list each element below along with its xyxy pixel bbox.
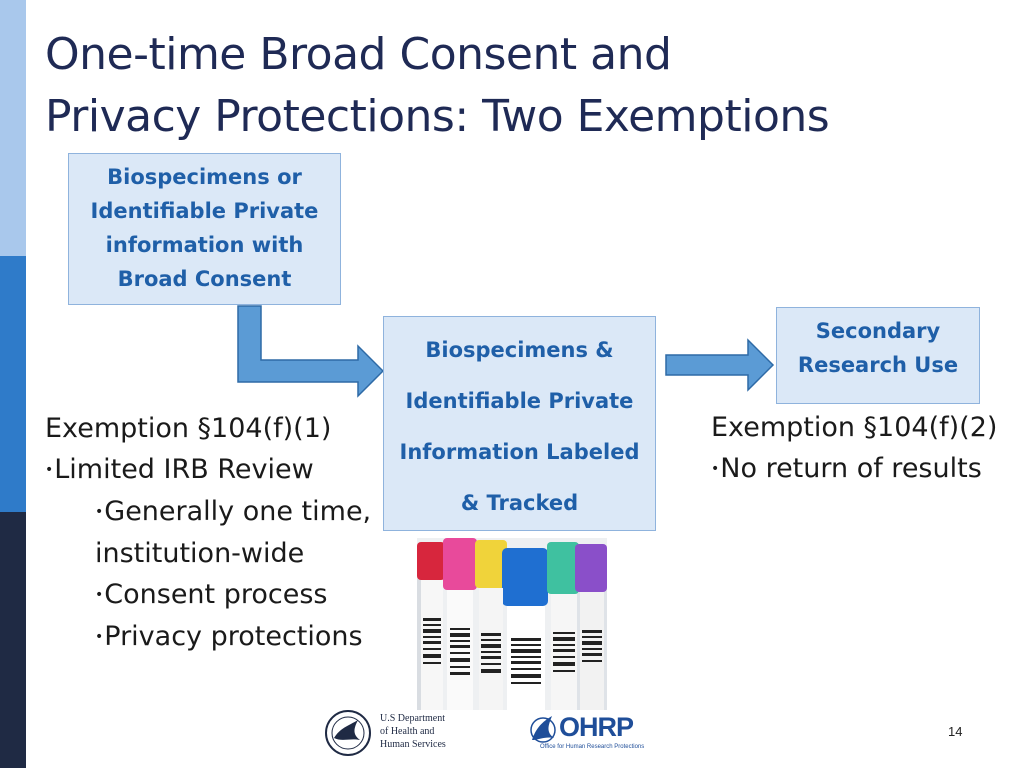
sidebar-band-light xyxy=(0,0,26,256)
list-item: •Generally one time, xyxy=(45,491,371,533)
list-item: •Privacy protections xyxy=(45,616,371,658)
list-item: •No return of results xyxy=(711,448,997,490)
middle-box: Biospecimens & Identifiable Private Info… xyxy=(383,316,656,531)
sample-tubes-photo xyxy=(417,538,607,710)
exemption-left: Exemption §104(f)(1) •Limited IRB Review… xyxy=(45,408,371,658)
hhs-logo-text: U.S Department of Health and Human Servi… xyxy=(380,712,446,751)
bullet-icon: • xyxy=(45,462,54,478)
exemption-right-heading: Exemption §104(f)(2) xyxy=(711,412,998,443)
bullet-icon: • xyxy=(95,504,104,520)
middle-box-line: Identifiable Private xyxy=(405,389,634,413)
list-item-text: Privacy protections xyxy=(104,621,363,652)
hhs-line: of Health and xyxy=(380,726,435,737)
ohrp-logo xyxy=(528,712,638,758)
hhs-line: U.S Department xyxy=(380,713,445,724)
source-box-line: Identifiable Private xyxy=(90,199,319,223)
bullet-icon: • xyxy=(95,587,104,603)
exemption-right: Exemption §104(f)(2) •No return of resul… xyxy=(711,407,997,490)
middle-box-line: Biospecimens & xyxy=(425,338,614,362)
exemption-left-heading: Exemption §104(f)(1) xyxy=(45,413,332,444)
sidebar-accent xyxy=(0,0,26,768)
slide-title: One-time Broad Consent and Privacy Prote… xyxy=(45,24,830,148)
hhs-line: Human Services xyxy=(380,739,446,750)
list-item-continued: institution-wide xyxy=(95,538,305,569)
sidebar-band-dark xyxy=(0,512,26,768)
ohrp-subtitle: Office for Human Research Protections xyxy=(540,744,645,750)
bullet-icon: • xyxy=(95,629,104,645)
middle-box-line: & Tracked xyxy=(460,491,579,515)
bullet-icon: • xyxy=(711,461,720,477)
source-box-line: information with xyxy=(105,233,304,257)
target-box-line: Research Use xyxy=(797,353,959,377)
list-item-text: No return of results xyxy=(720,453,982,484)
source-box-line: Broad Consent xyxy=(117,267,292,291)
right-arrow xyxy=(665,338,775,392)
middle-box-line: Information Labeled xyxy=(399,440,640,464)
sidebar-band-mid xyxy=(0,256,26,512)
bent-arrow xyxy=(237,305,385,398)
title-line-1: One-time Broad Consent and xyxy=(45,29,672,80)
target-box-line: Secondary xyxy=(815,319,941,343)
ohrp-wordmark: OHRP xyxy=(559,712,634,742)
list-item: •Consent process xyxy=(45,574,371,616)
hhs-logo xyxy=(322,708,462,758)
source-box-line: Biospecimens or xyxy=(107,165,302,189)
target-box: Secondary Research Use xyxy=(776,307,980,404)
list-item-text: Consent process xyxy=(104,579,328,610)
source-box: Biospecimens or Identifiable Private inf… xyxy=(68,153,341,305)
list-item-text: Generally one time, xyxy=(104,496,372,527)
title-line-2: Privacy Protections: Two Exemptions xyxy=(45,91,830,142)
list-item: •Limited IRB Review xyxy=(45,449,371,491)
page-number: 14 xyxy=(948,724,963,739)
list-item-text: Limited IRB Review xyxy=(54,454,314,485)
